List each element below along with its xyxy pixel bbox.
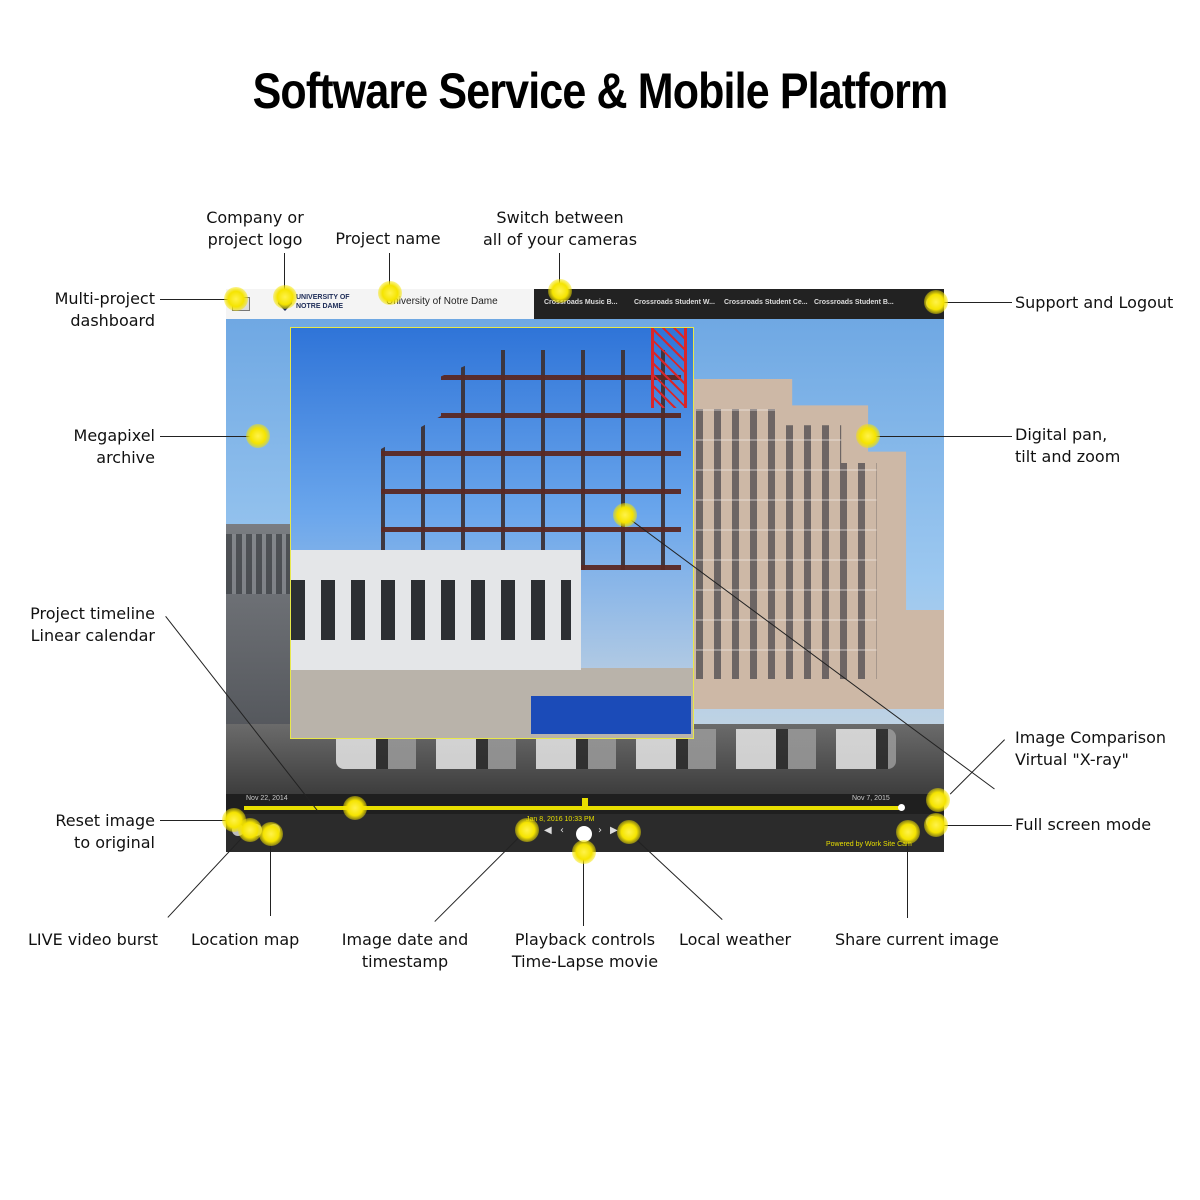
concrete-windows <box>291 580 571 640</box>
top-bar: UNIVERSITY OF NOTRE DAME University of N… <box>226 289 944 319</box>
timeline-end-handle[interactable] <box>898 804 905 811</box>
marker-cameras <box>548 279 572 303</box>
camera-tabs: Crossroads Music B... Crossroads Student… <box>534 289 944 319</box>
marker-playback <box>572 840 596 864</box>
callout-project-name: Project name <box>335 229 441 248</box>
connector-line <box>160 436 258 437</box>
callout-support-logout: Support and Logout <box>1015 293 1174 312</box>
app-screen: UNIVERSITY OF NOTRE DAME University of N… <box>226 289 944 852</box>
timeline-handle[interactable] <box>582 798 588 808</box>
steel-frame <box>381 350 681 570</box>
camera-image[interactable] <box>226 319 944 794</box>
marker-xray <box>613 503 637 527</box>
image-timestamp: Jan 8, 2016 10:33 PM <box>526 816 595 823</box>
callout-full-screen: Full screen mode <box>1015 815 1152 834</box>
xray-comparison-window[interactable] <box>290 327 694 739</box>
step-forward-icon[interactable]: ▶ <box>610 825 618 836</box>
connector-line <box>160 820 234 821</box>
play-icon[interactable] <box>576 826 592 842</box>
connector-line <box>936 825 1012 826</box>
connector-line <box>868 436 1012 437</box>
marker-share <box>896 820 920 844</box>
crane <box>651 328 687 408</box>
connector-line <box>270 834 271 916</box>
camera-tab[interactable]: Crossroads Music B... <box>544 299 618 306</box>
callout-weather: Local weather <box>679 930 792 949</box>
marker-live <box>238 818 262 842</box>
marker-logo <box>273 285 297 309</box>
callout-share: Share current image <box>835 930 999 949</box>
connector-line <box>167 829 250 918</box>
timeline-end-date: Nov 7, 2015 <box>852 795 890 802</box>
connector-line <box>907 832 908 918</box>
connector-line <box>936 302 1012 303</box>
marker-megapixel <box>246 424 270 448</box>
camera-tab[interactable]: Crossroads Student B... <box>814 299 894 306</box>
marker-fullscreen <box>924 813 948 837</box>
timeline-track[interactable] <box>244 806 904 810</box>
project-name: University of Notre Dame <box>386 296 498 307</box>
marker-date <box>515 818 539 842</box>
camera-tab[interactable]: Crossroads Student W... <box>634 299 715 306</box>
callout-live-video: LIVE video burst <box>28 930 159 949</box>
step-back-icon[interactable]: ◀ <box>544 825 552 836</box>
page-title: Software Service & Mobile Platform <box>252 63 949 119</box>
marker-map <box>259 822 283 846</box>
marker-timeline <box>343 796 367 820</box>
prev-icon[interactable]: ‹ <box>560 825 564 836</box>
callout-digital-ptz: Digital pan,tilt and zoom <box>1015 425 1121 466</box>
next-icon[interactable]: › <box>598 825 602 836</box>
marker-project-name <box>378 281 402 305</box>
timeline-bar[interactable]: Nov 22, 2014 Nov 7, 2015 <box>226 794 944 814</box>
marker-ptz <box>856 424 880 448</box>
powered-by: Powered by Work Site Cam <box>826 841 912 848</box>
marker-dashboard <box>224 287 248 311</box>
connector-line <box>949 739 1005 795</box>
marker-weather <box>617 820 641 844</box>
marker-support <box>924 290 948 314</box>
project-logo: UNIVERSITY OF NOTRE DAME <box>296 294 350 310</box>
connector-line <box>160 299 236 300</box>
marker-xray-toggle <box>926 788 950 812</box>
camera-tab[interactable]: Crossroads Student Ce... <box>724 299 808 306</box>
callout-location-map: Location map <box>191 930 300 949</box>
timeline-start-date: Nov 22, 2014 <box>246 795 288 802</box>
shipping-container <box>531 696 691 734</box>
